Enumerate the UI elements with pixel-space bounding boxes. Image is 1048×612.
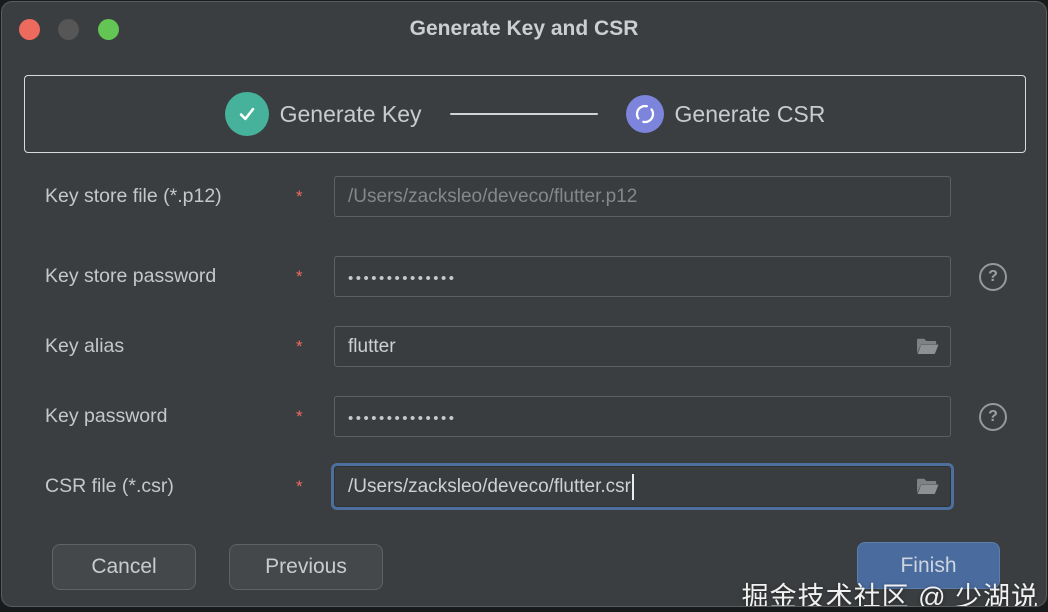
text-cursor (632, 473, 634, 500)
key-password-label: Key password (45, 405, 168, 427)
key-store-password-input[interactable]: •••••••••••••• (334, 256, 951, 297)
wizard-stepper: Generate Key Generate CSR (24, 75, 1026, 153)
key-store-file-value: /Users/zacksleo/deveco/flutter.p12 (348, 185, 638, 207)
csr-file-label: CSR file (*.csr) (45, 475, 174, 497)
step-generate-key: Generate Key (224, 92, 422, 136)
key-store-file-label: Key store file (*.p12) (45, 185, 222, 207)
window-title: Generate Key and CSR (409, 17, 639, 40)
folder-browse-icon[interactable] (914, 476, 940, 498)
help-icon[interactable]: ? (979, 263, 1007, 291)
step-label-generate-key: Generate Key (279, 100, 422, 127)
step-label-generate-csr: Generate CSR (674, 100, 826, 127)
required-asterisk: * (296, 186, 303, 206)
key-alias-label: Key alias (45, 335, 125, 357)
required-asterisk: * (296, 406, 303, 426)
zoom-button[interactable] (98, 19, 119, 40)
close-button[interactable] (19, 19, 40, 40)
csr-file-value: /Users/zacksleo/deveco/flutter.csr (348, 475, 631, 497)
cancel-button[interactable]: Cancel (52, 544, 196, 590)
minimize-button[interactable] (58, 19, 79, 40)
key-alias-value: flutter (348, 335, 396, 357)
csr-file-input[interactable]: /Users/zacksleo/deveco/flutter.csr (334, 466, 951, 507)
previous-button[interactable]: Previous (229, 544, 383, 590)
title-bar: Generate Key and CSR (2, 2, 1046, 58)
key-password-value: •••••••••••••• (348, 410, 457, 427)
stepper-connector-line (449, 113, 598, 115)
required-asterisk: * (296, 476, 303, 496)
finish-button[interactable]: Finish (857, 542, 1000, 589)
step-generate-csr: Generate CSR (625, 95, 826, 133)
watermark-text: 掘金技术社区 @ 少湖说 (741, 582, 1039, 607)
question-mark: ? (988, 408, 998, 425)
progress-ring-icon (625, 95, 664, 133)
key-password-input[interactable]: •••••••••••••• (334, 396, 951, 437)
check-icon (224, 92, 269, 136)
question-mark: ? (988, 268, 998, 285)
key-store-password-label: Key store password (45, 265, 217, 287)
help-icon[interactable]: ? (979, 403, 1007, 431)
key-alias-input[interactable]: flutter (334, 326, 951, 367)
key-store-password-value: •••••••••••••• (348, 270, 457, 287)
key-store-file-input: /Users/zacksleo/deveco/flutter.p12 (334, 176, 951, 217)
folder-browse-icon[interactable] (914, 336, 940, 358)
required-asterisk: * (296, 336, 303, 356)
required-asterisk: * (296, 266, 303, 286)
